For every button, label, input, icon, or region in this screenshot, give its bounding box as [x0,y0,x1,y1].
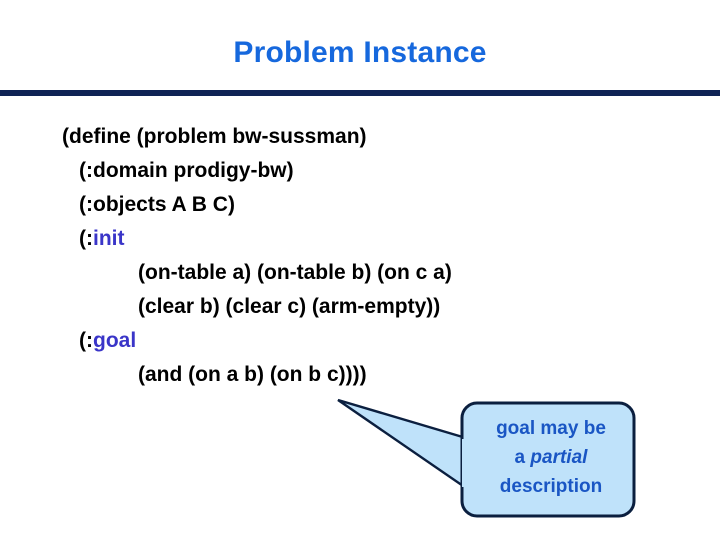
code-line: (:objects A B C) [0,188,560,222]
pddl-code-block: (define (problem bw-sussman) (:domain pro… [0,120,560,392]
code-line: (:domain prodigy-bw) [0,154,560,188]
code-line: (and (on a b) (on b c)))) [0,358,560,392]
callout-text-segment: goal may be [496,418,606,439]
code-text: (on-table a) (on-table b) (on c a) [138,261,452,284]
callout-balloon: goal may be a partial description [330,392,640,524]
callout-line: goal may be [470,414,632,443]
code-line: (clear b) (clear c) (arm-empty)) [0,290,560,324]
code-line: (:init [0,222,560,256]
code-text: (: [79,329,93,352]
callout-shape [337,398,636,518]
callout-text-segment: a [514,447,531,468]
callout-line: a partial [470,443,632,472]
code-text: (define (problem bw-sussman) [62,125,367,148]
page-title: Problem Instance [233,36,487,69]
code-text: (and (on a b) (on b c)))) [138,363,367,386]
callout-text: goal may be a partial description [470,414,632,501]
title-divider [0,90,720,96]
code-line: (on-table a) (on-table b) (on c a) [0,256,560,290]
callout-text-segment: description [499,476,603,497]
callout-line: description [470,472,632,501]
callout-emphasis: partial [530,447,588,468]
pddl-keyword: goal [93,329,137,352]
callout-tail [337,398,468,491]
code-text: (:domain prodigy-bw) [79,159,294,182]
code-text: (: [79,227,93,250]
code-line: (:goal [0,324,560,358]
code-text: (:objects A B C) [79,193,235,216]
code-line: (define (problem bw-sussman) [0,120,560,154]
pddl-keyword: init [93,227,125,250]
code-text: (clear b) (clear c) (arm-empty)) [138,295,441,318]
